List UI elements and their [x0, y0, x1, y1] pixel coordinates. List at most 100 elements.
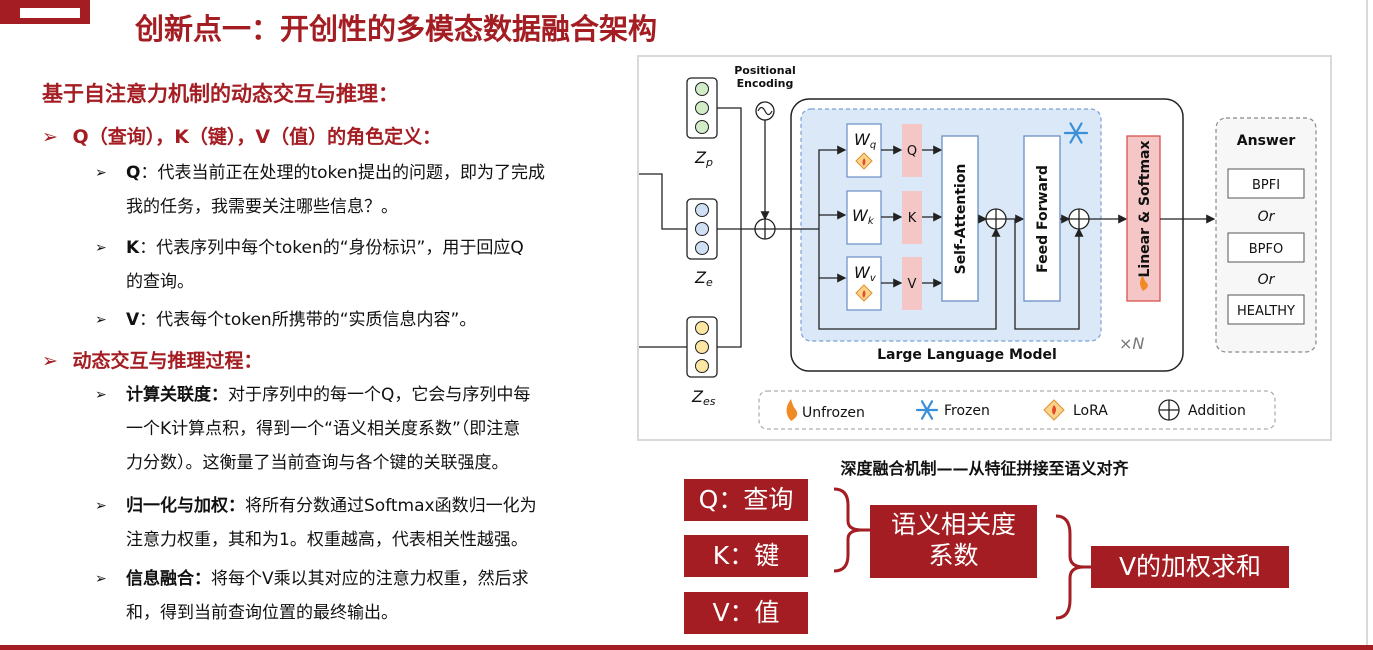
- wq-block: Wq: [846, 123, 882, 178]
- token-stack-zp: [686, 77, 718, 139]
- k-summary-box: K：键: [684, 535, 808, 577]
- v-box: [902, 257, 922, 310]
- answer-bpfo-text: BPFO: [1249, 242, 1283, 257]
- ze-label: Ze: [694, 268, 713, 289]
- llm-frame: [790, 98, 1184, 372]
- header-bar-stripe: [20, 8, 80, 18]
- section-heading: 基于自注意力机制的动态交互与推理：: [42, 82, 399, 106]
- bullet-arrow-icon: ➢: [95, 240, 107, 256]
- answer-bpfi-text: BPFI: [1252, 178, 1280, 193]
- legend-unfrozen: Unfrozen: [802, 405, 865, 421]
- step3-label: 信息融合：: [126, 569, 211, 589]
- positional-line1: Positional: [734, 64, 796, 77]
- self-attention-block: [941, 135, 979, 302]
- legend-lora: LoRA: [1073, 403, 1108, 419]
- q-text-line1: ：代表当前正在处理的token提出的问题，即为了完成: [140, 163, 545, 183]
- svg-text:Wk: Wk: [852, 206, 875, 227]
- addition-icon: [754, 218, 776, 240]
- list-item-step1: ➢ 计算关联度：对于序列中的每一个Q，它会与序列中每一个K计算点积，得到一个“语…: [95, 378, 625, 480]
- answer-title: Answer: [1237, 133, 1296, 149]
- footer-bar: [0, 645, 1373, 650]
- or-label: Or: [1258, 272, 1276, 288]
- architecture-diagram-svg: Large Language Model ×N Positional Encod…: [639, 64, 1317, 430]
- self-attention-label: Self-Attention: [953, 164, 969, 275]
- relevance-line2: 系数: [928, 541, 979, 570]
- feed-forward-block: [1023, 135, 1061, 302]
- process-heading-text: 动态交互与推理过程：: [72, 350, 263, 372]
- step3-line1: 将每个V乘以其对应的注意力权重，然后求: [211, 569, 529, 589]
- bullet-arrow-icon: ➢: [95, 312, 107, 328]
- fire-icon: [1140, 275, 1148, 291]
- k-text-line2: 的查询。: [126, 272, 194, 292]
- wv-block: Wv: [846, 256, 882, 311]
- relevance-line1: 语义相关度: [890, 510, 1016, 539]
- lora-icon: [1043, 399, 1065, 421]
- architecture-diagram: Large Language Model ×N Positional Encod…: [637, 55, 1332, 441]
- q-text-line2: 我的任务，我需要关注哪些信息？。: [126, 197, 398, 217]
- zp-label: Zp: [694, 148, 713, 169]
- step1-line2: 一个K计算点积，得到一个“语义相关度系数”（即注意: [126, 419, 521, 439]
- legend-addition: Addition: [1188, 403, 1246, 419]
- bullet-arrow-icon: ➢: [42, 126, 58, 148]
- process-heading: ➢ 动态交互与推理过程：: [42, 346, 263, 373]
- snowflake-icon: [915, 400, 939, 420]
- brace-icon: [1055, 514, 1094, 620]
- answer-bpfo: [1227, 232, 1305, 263]
- v-summary-box: V：值: [684, 592, 808, 634]
- svg-text:Wq: Wq: [854, 130, 876, 151]
- zes-label: Zes: [691, 387, 716, 408]
- bullet-arrow-icon: ➢: [95, 498, 107, 514]
- addition-icon: [1158, 399, 1180, 421]
- addition-icon: [985, 208, 1007, 230]
- q-summary-box: Q：查询: [684, 479, 808, 521]
- linear-softmax-label: Linear & Softmax: [1137, 140, 1153, 277]
- legend-frozen: Frozen: [944, 403, 990, 419]
- v-label: V: [126, 310, 140, 330]
- right-divider: [1366, 0, 1368, 650]
- step2-line2: 注意力权重，其和为1。权重越高，代表相关性越强。: [126, 530, 528, 550]
- step1-label: 计算关联度：: [126, 385, 228, 405]
- linear-softmax-block: [1126, 135, 1161, 302]
- answer-healthy: [1227, 294, 1305, 325]
- list-item-q: ➢ Q：代表当前正在处理的token提出的问题，即为了完成我的任务，我需要关注哪…: [95, 156, 625, 224]
- step1-line3: 力分数）。这衡量了当前查询与各个键的关联强度。: [126, 453, 509, 473]
- bullet-arrow-icon: ➢: [95, 571, 107, 587]
- q-text: Q: [907, 144, 917, 159]
- v-text: V: [908, 277, 917, 292]
- list-item-step2: ➢ 归一化与加权：将所有分数通过Softmax函数归一化为注意力权重，其和为1。…: [95, 489, 625, 557]
- answer-healthy-text: HEALTHY: [1237, 304, 1295, 319]
- brace-icon: [833, 487, 872, 573]
- k-text-line1: ：代表序列中每个token的“身份标识”，用于回应Q: [139, 238, 524, 258]
- qkv-heading: ➢ Q（查询），K（键），V（值）的角色定义：: [42, 122, 441, 149]
- addition-icon: [1068, 208, 1090, 230]
- fire-icon: [786, 399, 798, 421]
- token-stack-ze: [686, 198, 718, 260]
- step3-line2: 和，得到当前查询位置的最终输出。: [126, 603, 398, 623]
- weighted-sum-box: V的加权求和: [1091, 546, 1289, 588]
- or-label: Or: [1258, 209, 1276, 225]
- times-n-label: ×N: [1119, 334, 1144, 353]
- relevance-box: 语义相关度 系数: [870, 505, 1037, 578]
- llm-label: Large Language Model: [877, 347, 1057, 363]
- positional-line2: Encoding: [737, 77, 794, 90]
- step1-line1: 对于序列中的每一个Q，它会与序列中每: [228, 385, 531, 405]
- step2-line1: 将所有分数通过Softmax函数归一化为: [245, 496, 537, 516]
- q-box: [902, 124, 922, 177]
- list-item-v: ➢ V：代表每个token所携带的“实质信息内容”。: [95, 303, 625, 337]
- feed-forward-label: Feed Forward: [1035, 165, 1051, 273]
- wk-block: Wk: [846, 190, 882, 245]
- slide-title: 创新点一：开创性的多模态数据融合架构: [135, 12, 658, 46]
- bullet-arrow-icon: ➢: [95, 165, 107, 181]
- figure-caption: 深度融合机制——从特征拼接至语义对齐: [840, 459, 1129, 478]
- token-stack-zes: [686, 316, 718, 378]
- list-item-k: ➢ K：代表序列中每个token的“身份标识”，用于回应Q 的查询。: [95, 231, 625, 299]
- qkv-heading-text: Q（查询），K（键），V（值）的角色定义：: [72, 126, 442, 148]
- v-text-line1: ：代表每个token所携带的“实质信息内容”。: [139, 310, 477, 330]
- k-text: K: [908, 211, 917, 226]
- bullet-arrow-icon: ➢: [95, 387, 107, 403]
- step2-label: 归一化与加权：: [126, 496, 245, 516]
- bullet-arrow-icon: ➢: [42, 350, 58, 372]
- svg-text:Wv: Wv: [854, 263, 877, 284]
- k-label: K: [126, 238, 140, 258]
- k-box: [902, 191, 922, 244]
